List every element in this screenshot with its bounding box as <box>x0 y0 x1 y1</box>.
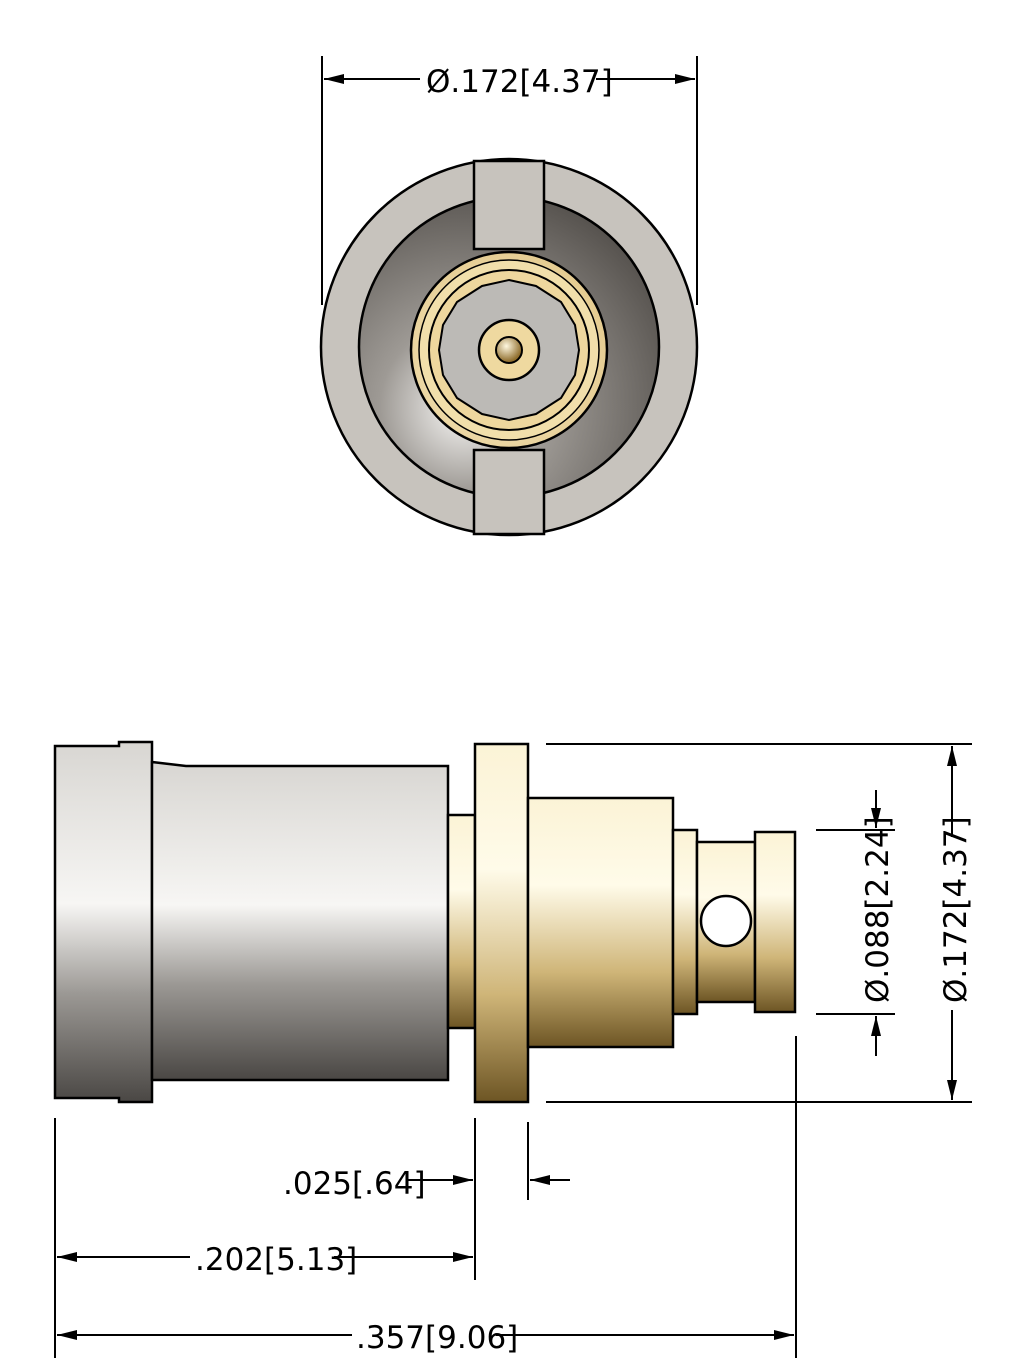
svg-text:Ø.172[4.37]: Ø.172[4.37] <box>938 816 974 1003</box>
gray-body <box>150 760 450 1082</box>
gold-neck <box>446 813 477 1030</box>
small-diameter-dimension: Ø.088[2.24] <box>816 790 896 1056</box>
flange-thickness-dimension: .025[.64] <box>283 1166 570 1202</box>
cross-hole <box>699 894 753 948</box>
dimension-value: .172 <box>450 64 519 100</box>
contact-tip <box>753 830 797 1014</box>
svg-text:.357[9.06]: .357[9.06] <box>356 1320 518 1356</box>
center-pin <box>495 336 523 364</box>
dimension-metric: 4.37 <box>532 64 601 100</box>
gold-step <box>671 828 699 1016</box>
extension-lines <box>54 1036 797 1358</box>
bottom-slot-tab <box>472 448 546 536</box>
overall-length-dimension: .357[9.06] <box>57 1320 794 1356</box>
diameter-symbol: Ø <box>426 64 450 100</box>
svg-text:Ø.088[2.24]: Ø.088[2.24] <box>860 816 896 1003</box>
side-diameter-dimension: Ø.172[4.37] <box>546 743 974 1103</box>
body-length-dimension: .202[5.13] <box>57 1242 473 1278</box>
gold-barrel <box>526 796 675 1049</box>
flange <box>473 742 530 1104</box>
end-view-diameter-dimension: Ø.172[4.37] <box>321 56 698 305</box>
svg-text:.202[5.13]: .202[5.13] <box>195 1242 357 1278</box>
side-view <box>53 740 797 1104</box>
svg-text:.025[.64]: .025[.64] <box>283 1166 426 1202</box>
top-slot-tab <box>472 159 546 251</box>
svg-text:Ø.172[4.37]: Ø.172[4.37] <box>426 64 613 100</box>
rear-cap <box>53 740 154 1104</box>
end-view <box>319 157 699 537</box>
